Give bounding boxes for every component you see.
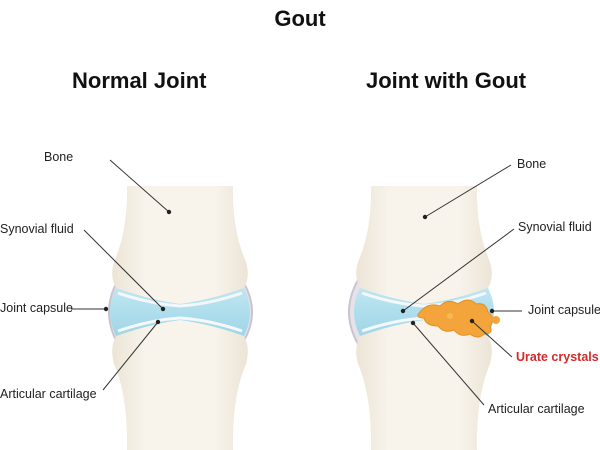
label-normal-joint-capsule: Joint capsule <box>0 301 73 315</box>
leader-gout-synovial-fluid <box>402 228 515 312</box>
pointer-dot <box>155 319 161 325</box>
pointer-dot <box>489 308 495 314</box>
pointer-dot <box>422 214 428 220</box>
label-gout-articular-cartilage: Articular cartilage <box>488 402 585 416</box>
pointer-dot <box>160 306 166 312</box>
normal-upper-bone <box>112 186 248 304</box>
leader-normal-articular-cartilage <box>102 321 159 391</box>
leader-gout-articular-cartilage <box>412 322 485 406</box>
label-normal-bone: Bone <box>44 150 74 164</box>
label-gout-synovial-fluid: Synovial fluid <box>518 220 592 234</box>
diagram-title: Gout <box>274 6 326 31</box>
pointer-dot <box>103 306 109 312</box>
normal-articular-cartilage-upper <box>117 291 243 308</box>
urate-crystal-fragment <box>492 316 500 324</box>
label-gout-urate-crystals: Urate crystals <box>516 350 599 364</box>
normal-articular-cartilage-lower <box>117 316 243 333</box>
leader-normal-bone <box>109 159 170 213</box>
leader-gout-urate-crystals <box>471 320 513 358</box>
normal-joint-title: Normal Joint <box>72 68 207 93</box>
label-gout-bone: Bone <box>517 157 547 171</box>
label-normal-synovial-fluid: Synovial fluid <box>0 222 74 236</box>
leader-normal-synovial-fluid <box>83 229 164 310</box>
gout-lower-bone <box>356 320 492 450</box>
gout-articular-cartilage-upper <box>361 291 487 308</box>
gout-joint-title: Joint with Gout <box>366 68 527 93</box>
gout-joint <box>348 186 500 450</box>
label-gout-joint-capsule: Joint capsule <box>528 303 600 317</box>
pointer-dot <box>400 308 406 314</box>
normal-lower-bone <box>112 320 248 450</box>
urate-crystals <box>417 299 494 338</box>
pointer-dot <box>166 209 172 215</box>
normal-joint <box>108 186 253 450</box>
gout-upper-bone <box>356 186 492 304</box>
pointer-dot <box>469 318 475 324</box>
leader-gout-bone <box>424 164 512 218</box>
pointer-dot <box>410 320 416 326</box>
urate-crystal-fragment <box>447 313 453 319</box>
label-normal-articular-cartilage: Articular cartilage <box>0 387 97 401</box>
